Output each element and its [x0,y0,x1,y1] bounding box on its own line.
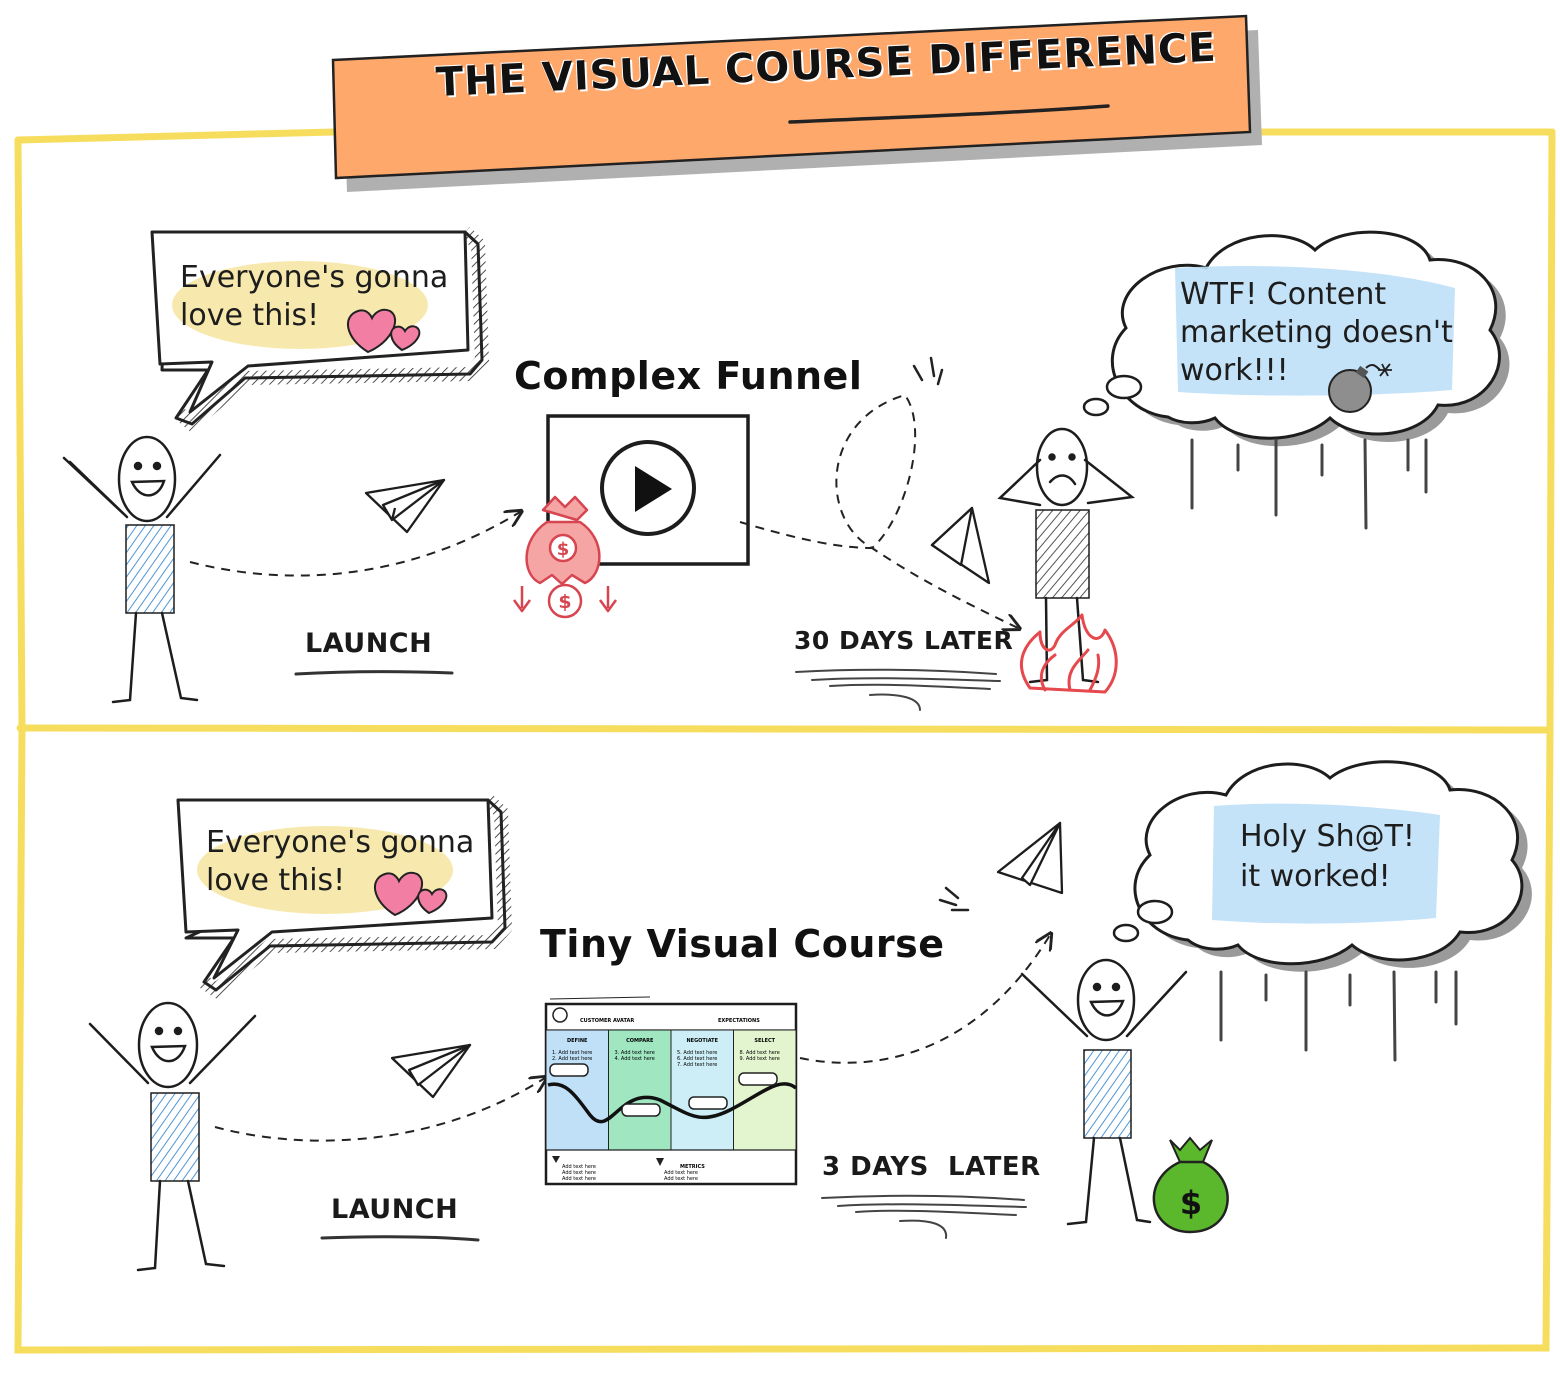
launch-path [189,512,520,577]
bottom-later-label: 3 DAYS LATER [822,1152,1041,1182]
rain-cloud [1112,760,1532,1062]
journey-footer-left-1: Add text here [562,1164,596,1170]
hearts-icon [374,871,448,917]
hearts-icon [347,308,421,354]
journey-column-negotiate [670,1029,734,1151]
journey-column-label: DEFINE [567,1038,588,1044]
bomb-icon [1328,363,1392,413]
journey-column-line: 9. Add text here [740,1056,780,1062]
stick-figure-happy [88,1001,257,1272]
stick-figure-worried [997,427,1136,684]
top-speech-text-line-1: Everyone's gonna [180,260,449,295]
fire-icon [1019,613,1118,694]
top-launch-label: LAUNCH [305,628,433,659]
bottom-thought-line-2: it worked! [1240,859,1391,894]
journey-column-line: 3. Add text here [615,1050,655,1056]
journey-curve [547,1082,798,1124]
complex-funnel-title: Complex Funnel [514,354,863,398]
money-loss-icon: $ $ [512,495,618,619]
svg-text:$: $ [1180,1184,1202,1222]
paper-plane-icon [996,821,1064,895]
paper-plane-icon [390,1043,472,1099]
panel-frame [14,128,1556,1354]
bottom-speech-text-line-2: love this! [206,863,346,898]
later-underline [821,1194,1027,1239]
journey-header-left: CUSTOMER AVATAR [580,1018,634,1024]
journey-footer-left-3: Add text here [562,1176,596,1182]
journey-footer-right-2: Add text here [664,1176,698,1182]
journey-column-label: NEGOTIATE [686,1038,718,1044]
journey-column-line: 5. Add text here [677,1050,717,1056]
svg-text:$: $ [557,539,570,560]
loop-path [739,393,1018,628]
journey-footer-right-label: METRICS [680,1164,705,1170]
journey-column-line: 2. Add text here [552,1056,592,1062]
journey-column-define [545,1029,609,1151]
paper-plane-icon [930,506,991,585]
svg-text:$: $ [558,591,571,613]
top-thought-line-1: WTF! Content [1180,277,1387,312]
stick-figure-happy-success [1020,958,1188,1226]
sparkle-lines [912,356,944,386]
journey-column-line: 7. Add text here [677,1062,717,1068]
journey-column-line: 1. Add text here [552,1050,592,1056]
top-thought-line-2: marketing doesn't [1180,315,1453,350]
journey-column-line: 6. Add text here [677,1056,717,1062]
journey-footer-right-1: Add text here [664,1170,698,1176]
journey-column-compare [608,1029,672,1151]
tiny-visual-course-title: Tiny Visual Course [540,922,945,966]
bottom-launch-label: LAUNCH [331,1194,459,1225]
sparkle-lines [938,886,970,912]
title-banner [331,14,1262,192]
journey-column-line: 4. Add text here [615,1056,655,1062]
journey-column-label: COMPARE [626,1038,654,1044]
top-later-label: 30 DAYS LATER [794,626,1014,655]
success-path [799,935,1050,1064]
launch-path [214,1078,545,1142]
rain-cloud [1082,230,1510,530]
stick-figure-happy [62,435,222,704]
money-bag-icon: $ [1152,1136,1229,1234]
paper-plane-icon [364,478,446,534]
bottom-thought-line-1: Holy Sh@T! [1240,819,1415,854]
journey-map-thumbnail: CUSTOMER AVATAR EXPECTATIONS DEFINE 1. Ad… [544,996,798,1186]
top-thought-line-3: work!!! [1180,353,1289,388]
journey-column-line: 8. Add text here [740,1050,780,1056]
launch-underline [320,1235,480,1242]
video-player-icon [546,414,750,566]
journey-column-label: SELECT [754,1038,775,1044]
bottom-speech-text-line-1: Everyone's gonna [206,825,475,860]
launch-underline [294,670,454,676]
journey-footer-left-2: Add text here [562,1170,596,1176]
top-speech-text-line-2: love this! [180,298,320,333]
journey-header-right: EXPECTATIONS [718,1018,760,1024]
later-underline [795,668,1001,711]
